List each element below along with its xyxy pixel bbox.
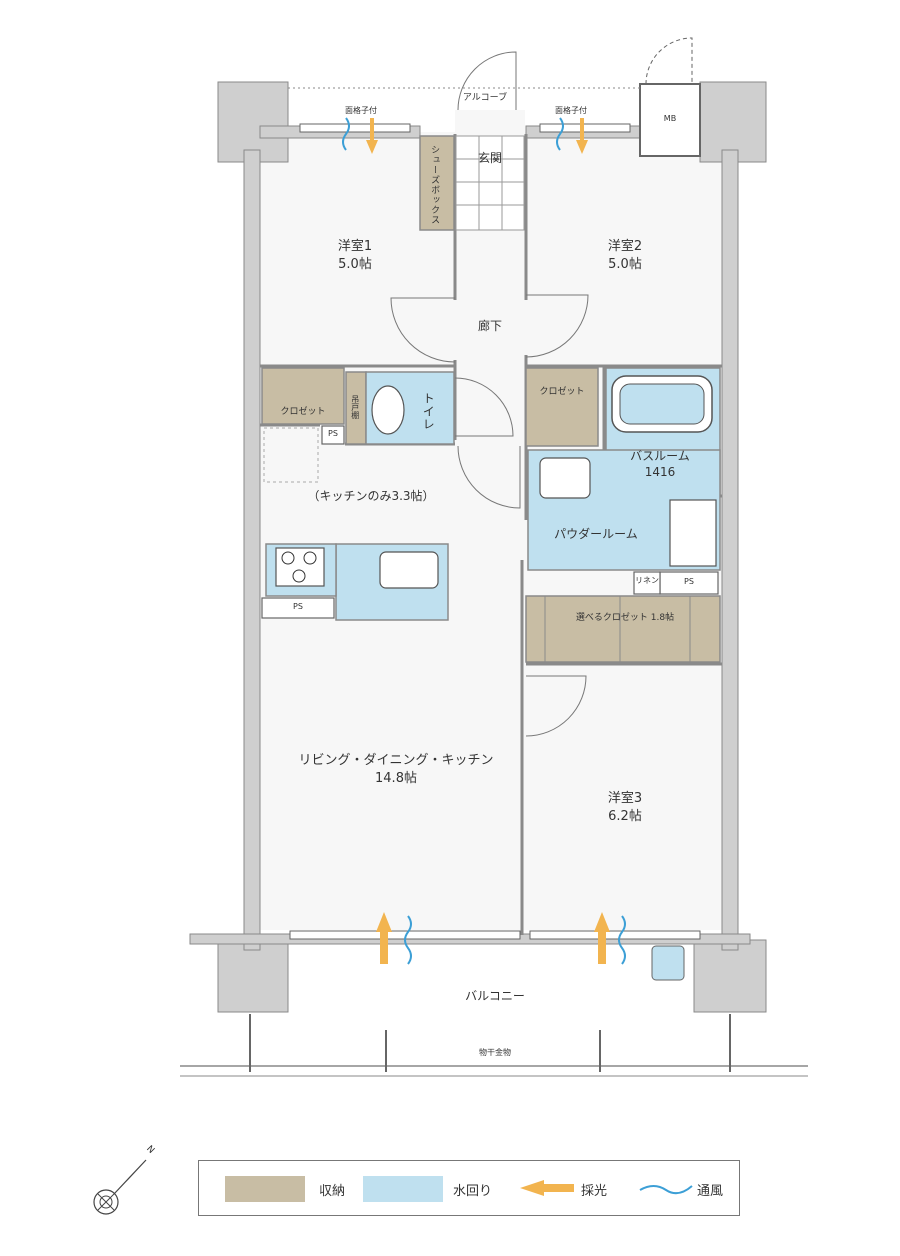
linen-label: リネン [635, 576, 659, 585]
western3-label: 洋室3 6.2帖 [560, 790, 690, 825]
light-arrows [366, 118, 610, 964]
column-top-right [699, 81, 767, 163]
outdoor-unit [651, 945, 685, 981]
western2-name: 洋室2 [607, 239, 643, 254]
legend-wind-icon [639, 1185, 693, 1195]
entrance-tiles [455, 135, 525, 231]
column-bottom-right [693, 939, 767, 1013]
ldk-name: リビング・ダイニング・キッチン [298, 753, 494, 768]
western1-size: 5.0帖 [338, 256, 372, 272]
closet2-area [525, 367, 599, 447]
toilet-bowl [371, 385, 405, 435]
alcove-label: アルコーブ [462, 93, 508, 103]
entrance-label: 玄関 [477, 151, 502, 165]
mb-door [645, 37, 693, 85]
western2-label: 洋室2 5.0帖 [560, 238, 690, 273]
linen-box [633, 571, 661, 595]
hallway-label: 廊下 [477, 319, 502, 333]
bathroom-name: バスルーム [630, 449, 690, 463]
storage-areas [261, 135, 721, 663]
compass-icon [93, 1159, 147, 1215]
wall-right [721, 149, 739, 951]
legend-ventilation-label: 通風 [697, 1184, 724, 1199]
western1-name: 洋室1 [337, 239, 373, 254]
select-closet-lines [544, 596, 691, 662]
column-bottom-left [217, 939, 289, 1013]
powder-label: パウダールーム [554, 527, 638, 541]
wind-mark-ldk [404, 915, 412, 965]
washbasin [539, 457, 591, 499]
wind-mark-western1 [342, 117, 350, 151]
balcony-label: バルコニー [465, 989, 525, 1003]
wind-mark-western2 [556, 117, 564, 151]
legend-water-swatch [363, 1176, 443, 1202]
ldk-size: 14.8帖 [375, 770, 417, 786]
bathroom-label: バスルーム 1416 [610, 448, 710, 480]
closet2-label: クロゼット [539, 387, 585, 397]
alcove-floor [455, 110, 525, 134]
ps-boxes [261, 425, 719, 619]
window-western3 [529, 930, 701, 940]
ps2-label: PS [293, 602, 303, 611]
light-arrow-western3 [594, 912, 610, 964]
legend: 収納 水回り 採光 通風 [198, 1160, 740, 1216]
toilet-label: トイレ [421, 391, 436, 431]
window-western2 [539, 123, 631, 133]
mb-box [639, 83, 701, 157]
light-arrow-ldk [376, 912, 392, 964]
door-swings [390, 51, 589, 737]
bathroom-size: 1416 [644, 465, 676, 480]
western2-size: 5.0帖 [608, 256, 642, 272]
drying-posts [249, 1014, 731, 1072]
ps1-label: PS [328, 429, 338, 438]
legend-storage-label: 収納 [319, 1184, 346, 1199]
fridge-space [263, 427, 319, 483]
legend-water-label: 水回り [453, 1184, 493, 1199]
grille-right-label: 面格子付 [555, 106, 587, 115]
mb-label: MB [663, 114, 677, 123]
select-closet-area [525, 595, 721, 663]
vanity [669, 499, 717, 567]
wall-left [243, 149, 261, 951]
select-closet-label: 選べるクロゼット 1.8帖 [575, 613, 675, 623]
kitchen-label: （キッチンのみ3.3帖） [307, 489, 435, 503]
window-western1 [299, 123, 411, 133]
ps3-label: PS [684, 577, 694, 586]
hanging-shelf-label: 吊戸棚 [350, 395, 360, 419]
legend-light-icon [520, 1180, 574, 1196]
western1-label: 洋室1 5.0帖 [290, 238, 420, 273]
column-top-left [217, 81, 289, 163]
grille-left-label: 面格子付 [345, 106, 377, 115]
legend-light-label: 採光 [581, 1184, 608, 1199]
shoebox-area [419, 135, 455, 231]
ldk-label: リビング・ダイニング・キッチン 14.8帖 [296, 752, 496, 787]
kitchen-sink [379, 551, 439, 589]
light-arrow-western2 [576, 118, 588, 154]
wind-mark-western3 [618, 915, 626, 965]
ps-box-2 [261, 597, 335, 619]
closet1-label: クロゼット [280, 407, 326, 417]
western3-size: 6.2帖 [608, 808, 642, 824]
light-arrow-western1 [366, 118, 378, 154]
stove [275, 547, 325, 587]
ps-box-1 [321, 425, 345, 445]
shoebox-label: シューズボックス [429, 145, 440, 225]
legend-storage-swatch [225, 1176, 305, 1202]
closet1-area [261, 367, 345, 425]
wind-marks [342, 117, 626, 965]
bathtub-inner [619, 383, 705, 425]
drying-rack-label: 物干金物 [479, 1048, 511, 1057]
western3-name: 洋室3 [607, 791, 643, 806]
